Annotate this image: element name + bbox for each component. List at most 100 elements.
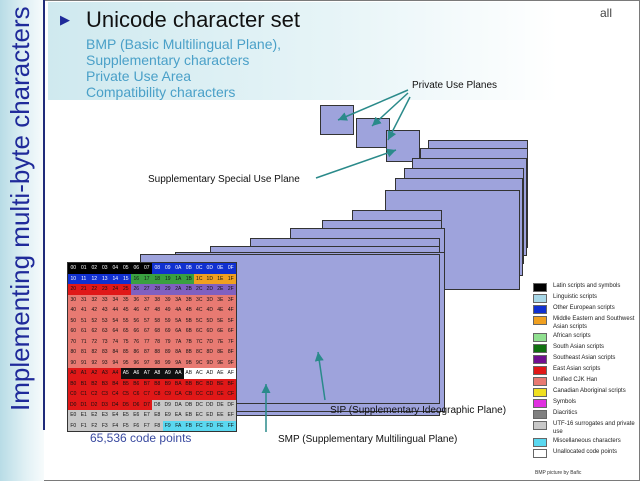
bmp-cell: 15 [120, 273, 131, 284]
bmp-cell: 5E [215, 315, 226, 326]
legend-item: South Asian scripts [533, 343, 639, 353]
bmp-cell: 58 [152, 315, 163, 326]
bmp-cell: 54 [110, 315, 121, 326]
bmp-cell: 86 [131, 347, 142, 358]
bmp-cell: A2 [89, 368, 100, 379]
bmp-cell: FB [183, 420, 194, 431]
bmp-cell: 1D [204, 273, 215, 284]
bmp-cell: 06 [131, 263, 142, 274]
bmp-cell: 3C [194, 294, 205, 305]
bmp-cell: E0 [68, 410, 79, 421]
bmp-cell: 27 [141, 284, 152, 295]
bmp-cell: C8 [152, 389, 163, 400]
bmp-cell: 59 [162, 315, 173, 326]
bmp-cell: F2 [89, 420, 100, 431]
bmp-cell: EE [215, 410, 226, 421]
bmp-cell: CF [225, 389, 236, 400]
legend-item: Middle Eastern and Southwest Asian scrip… [533, 315, 639, 331]
bmp-cell: 63 [99, 326, 110, 337]
bmp-cell: 98 [152, 357, 163, 368]
bmp-cell: 4D [204, 305, 215, 316]
bmp-cell: 24 [110, 284, 121, 295]
bmp-cell: 22 [89, 284, 100, 295]
bmp-cell: B6 [131, 378, 142, 389]
bmp-cell: AF [225, 368, 236, 379]
bmp-cell: 2E [215, 284, 226, 295]
bmp-cell: 49 [162, 305, 173, 316]
bmp-cell: 5C [194, 315, 205, 326]
bmp-cell: B3 [99, 378, 110, 389]
bmp-cell: 11 [78, 273, 89, 284]
bmp-cell: A3 [99, 368, 110, 379]
bmp-cell: 5F [225, 315, 236, 326]
bmp-cell: 83 [99, 347, 110, 358]
bmp-cell: E7 [141, 410, 152, 421]
bullet-item: Supplementary characters [86, 52, 250, 68]
bmp-cell: B2 [89, 378, 100, 389]
bmp-cell: 32 [89, 294, 100, 305]
bmp-cell: D3 [99, 399, 110, 410]
bmp-cell: EB [183, 410, 194, 421]
legend-label: Diacritics [553, 410, 578, 416]
bmp-cell: 4A [173, 305, 184, 316]
bmp-cell: 52 [89, 315, 100, 326]
bmp-cell: F9 [162, 420, 173, 431]
bmp-cell: ED [204, 410, 215, 421]
bmp-cell: 19 [162, 273, 173, 284]
legend-swatch [533, 316, 547, 325]
bmp-cell: 68 [152, 326, 163, 337]
bmp-cell: 2A [173, 284, 184, 295]
bmp-cell: 44 [110, 305, 121, 316]
legend-swatch [533, 399, 547, 408]
bmp-cell: 31 [78, 294, 89, 305]
bmp-cell: D1 [78, 399, 89, 410]
legend-item: Canadian Aboriginal scripts [533, 387, 639, 397]
legend-item: East Asian scripts [533, 365, 639, 375]
bmp-cell: EF [225, 410, 236, 421]
legend-label: Latin scripts and symbols [553, 283, 621, 289]
bmp-cell: 51 [78, 315, 89, 326]
bmp-cell: 9E [215, 357, 226, 368]
legend-swatch [533, 294, 547, 303]
bmp-cell: F1 [78, 420, 89, 431]
bmp-cell: 4E [215, 305, 226, 316]
legend-label: Symbols [553, 399, 577, 405]
bmp-cell: 88 [152, 347, 163, 358]
bmp-cell: 5D [204, 315, 215, 326]
bmp-cell: E4 [110, 410, 121, 421]
bullet-list: BMP (Basic Multilingual Plane), Suppleme… [86, 36, 281, 100]
bmp-cell: B9 [162, 378, 173, 389]
bmp-cell: 29 [162, 284, 173, 295]
bmp-cell: BE [215, 378, 226, 389]
bmp-cell: EC [194, 410, 205, 421]
bmp-cell: 42 [89, 305, 100, 316]
bmp-cell: B4 [110, 378, 121, 389]
bmp-cell: 8A [173, 347, 184, 358]
legend-item: Miscellaneous characters [533, 437, 639, 447]
bmp-cell: 7F [225, 336, 236, 347]
bmp-cell: C7 [141, 389, 152, 400]
bmp-cell: 1B [183, 273, 194, 284]
bmp-cell: 48 [152, 305, 163, 316]
bmp-cell: A9 [162, 368, 173, 379]
legend-label: Unallocated code points [553, 449, 618, 455]
bmp-cell: 56 [131, 315, 142, 326]
bmp-cell: 64 [110, 326, 121, 337]
bmp-cell: BD [204, 378, 215, 389]
legend-swatch [533, 377, 547, 386]
legend-swatch [533, 438, 547, 447]
bmp-cell: F4 [110, 420, 121, 431]
bmp-cell: D6 [131, 399, 142, 410]
legend-swatch [533, 366, 547, 375]
bullet-item: Private Use Area [86, 68, 192, 84]
bmp-cell: E8 [152, 410, 163, 421]
bmp-cell: E9 [162, 410, 173, 421]
bmp-cell: 7A [173, 336, 184, 347]
bmp-cell: 36 [131, 294, 142, 305]
legend-label: Southeast Asian scripts [553, 355, 616, 361]
bmp-cell: 2D [204, 284, 215, 295]
bmp-cell: F7 [141, 420, 152, 431]
bmp-cell: 74 [110, 336, 121, 347]
bmp-cell: 6C [194, 326, 205, 337]
bmp-cell: 00 [68, 263, 79, 274]
